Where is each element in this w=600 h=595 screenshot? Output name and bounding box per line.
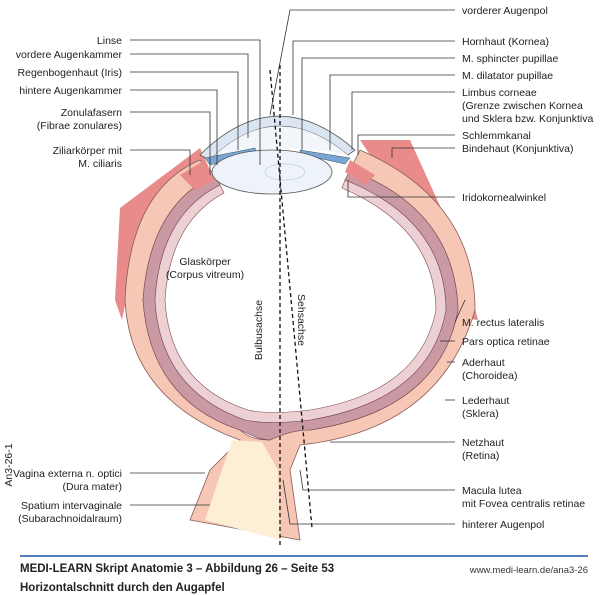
footer-source: MEDI-LEARN Skript Anatomie 3 – Abbildung… <box>20 563 335 575</box>
label-right: Macula lutea <box>462 485 522 497</box>
label-left: (Dura mater) <box>62 481 122 493</box>
label-right: (Retina) <box>462 450 499 462</box>
ciliary-body-right <box>345 160 375 185</box>
label-right: Aderhaut <box>462 357 505 369</box>
label-right: Hornhaut (Kornea) <box>462 36 549 48</box>
label-right: Iridokornealwinkel <box>462 192 546 204</box>
leader-line <box>130 39 261 165</box>
label-left: M. ciliaris <box>78 158 122 170</box>
label-right: (Choroidea) <box>462 370 517 382</box>
label-left: Linse <box>97 35 122 47</box>
leader-line <box>391 147 455 158</box>
footer-divider <box>20 555 588 557</box>
label-right: Schlemmkanal <box>462 130 531 142</box>
lens <box>211 149 333 195</box>
label-right: Bindehaut (Konjunktiva) <box>462 143 574 155</box>
label-right: M. rectus lateralis <box>462 317 544 329</box>
leader-line <box>130 149 191 175</box>
label-right: Limbus corneae <box>462 87 537 99</box>
optic-nerve <box>205 440 280 540</box>
leader-line <box>357 134 455 155</box>
label-right: M. dilatator pupillae <box>462 70 553 82</box>
label-left: vordere Augenkammer <box>16 49 123 61</box>
retina <box>154 179 447 423</box>
label-right: Netzhaut <box>462 437 504 449</box>
label-right: mit Fovea centralis retinae <box>462 498 585 510</box>
leader-line <box>130 89 218 165</box>
label-left: Ziliarkörper mit <box>53 145 123 157</box>
vitreous-label: Glaskörper <box>179 256 231 268</box>
leader-line <box>130 111 211 175</box>
leader-line <box>130 71 239 150</box>
label-right: Lederhaut <box>462 395 509 407</box>
leader-line <box>301 57 455 150</box>
label-left: (Subarachnoidalraum) <box>18 513 122 525</box>
label-left: Regenbogenhaut (Iris) <box>18 67 122 79</box>
visual-axis-label: Sehsachse <box>295 294 307 346</box>
label-right: hinterer Augenpol <box>462 519 544 531</box>
vitreous-label: (Corpus vitreum) <box>166 269 244 281</box>
figure-id: An3-26-1 <box>3 443 15 486</box>
footer-url[interactable]: www.medi-learn.de/ana3-26 <box>469 565 588 576</box>
label-right: M. sphincter pupillae <box>462 53 558 65</box>
label-left: Zonulafasern <box>61 107 122 119</box>
label-right: (Grenze zwischen Kornea <box>462 100 583 112</box>
label-left: (Fibrae zonulares) <box>37 120 122 132</box>
label-left: Spatium intervaginale <box>21 500 122 512</box>
ciliary-body-left <box>180 160 215 190</box>
leader-line <box>282 479 455 525</box>
leader-line <box>329 74 455 150</box>
leader-line <box>269 9 455 116</box>
leader-line <box>454 299 466 323</box>
leader-line <box>130 53 249 138</box>
label-right: (Sklera) <box>462 408 499 420</box>
label-left: Vagina externa n. optici <box>13 468 122 480</box>
leader-line <box>292 40 455 115</box>
label-left: hintere Augenkammer <box>19 85 122 97</box>
leader-line <box>347 180 455 198</box>
label-right: und Sklera bzw. Konjunktiva <box>462 113 593 125</box>
figure-caption: Horizontalschnitt durch den Augapfel <box>20 582 225 594</box>
label-right: Pars optica retinae <box>462 336 550 348</box>
lens-nucleus <box>264 163 306 181</box>
leader-line <box>351 91 455 150</box>
bulbus-axis-label: Bulbusachse <box>253 300 265 360</box>
leader-line <box>299 469 455 491</box>
label-right: vorderer Augenpol <box>462 5 548 17</box>
